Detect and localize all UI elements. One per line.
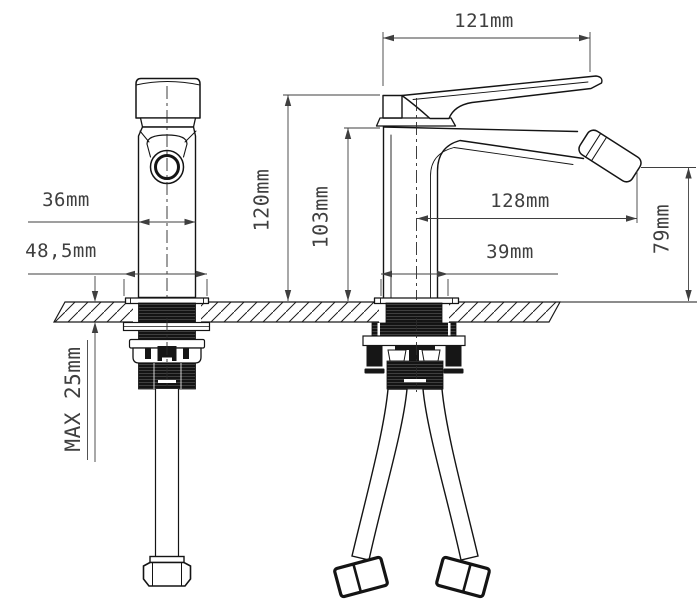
nut-facet-left <box>387 349 407 362</box>
handle-front <box>135 77 201 119</box>
countertop-hatch <box>52 301 562 323</box>
aerator-head-ring-1 <box>585 132 602 158</box>
dim-label-spout-reach: 128mm <box>490 190 550 212</box>
stud-tube <box>154 389 180 556</box>
side-view-undercounter <box>333 302 491 599</box>
hex-nut-top <box>149 555 185 564</box>
dim-label-total-height: 120mm <box>250 169 274 232</box>
boss-sides <box>146 143 188 158</box>
nut-slot-left <box>145 348 151 359</box>
front-view-undercounter <box>122 302 211 587</box>
aerator-head <box>578 129 642 183</box>
hose-fitting-left <box>333 555 389 599</box>
dim-spout-reach: 128mm <box>417 171 638 223</box>
dim-label-spout-height: 79mm <box>650 204 674 254</box>
spout-top-edge <box>382 126 579 133</box>
lever-edge-line <box>412 81 589 100</box>
dim-max-thickness: MAX 25mm <box>61 276 99 462</box>
dim-label-handle-width: 36mm <box>42 189 90 211</box>
prong-slit-left <box>366 366 383 369</box>
supply-hose-right <box>422 388 479 561</box>
thread-slit <box>158 380 176 383</box>
lever-hub <box>382 94 403 119</box>
shank-threads-side-lower <box>386 360 444 390</box>
dim-label-body-height: 103mm <box>309 186 333 249</box>
washer-slit-left <box>377 323 380 336</box>
dimensions: 121mm 36mm 48,5mm 120mm <box>25 10 696 462</box>
dim-base-width: 48,5mm <box>25 240 208 296</box>
prong-foot-left <box>364 368 385 374</box>
nut-facet-right <box>421 349 441 362</box>
lever-blade <box>401 75 603 120</box>
spout-underside-highlight <box>430 147 574 298</box>
dim-label-max-thickness: MAX 25mm <box>61 346 85 451</box>
body-side-fill <box>383 127 585 298</box>
supply-hose-left <box>351 388 408 561</box>
base-plate-side-lips <box>380 297 453 304</box>
bracket-prong-right <box>445 345 462 367</box>
aerator-head-ring-2 <box>591 136 608 162</box>
centerlines <box>166 86 417 392</box>
base-plate-lips <box>130 297 204 304</box>
collar-side <box>375 117 457 127</box>
prong-foot-right <box>443 368 464 374</box>
mounting-bracket <box>362 335 466 347</box>
spout-underside <box>436 139 585 299</box>
dim-handle-width: 36mm <box>28 189 196 226</box>
stud-tube-fill <box>155 389 179 556</box>
hose-fitting-right <box>435 555 491 599</box>
dim-label-base-width: 48,5mm <box>25 240 97 262</box>
stud-cross-bar <box>395 345 435 350</box>
dim-spout-height: 79mm <box>641 167 696 301</box>
washer-stack-side <box>371 322 457 337</box>
shank-threads-side <box>385 302 443 324</box>
handle-top-arc <box>135 81 201 86</box>
bidet-mixer-side-view <box>373 75 642 305</box>
hex-nut-facets <box>152 562 182 586</box>
dim-body-height: 103mm <box>309 127 380 301</box>
bracket-prong-left <box>366 345 383 367</box>
stud-stem <box>409 350 419 361</box>
dim-top-width: 121mm <box>382 10 591 86</box>
nut-slot-right <box>183 348 189 359</box>
prong-slit-right <box>445 366 462 369</box>
dim-label-base-depth: 39mm <box>486 241 534 263</box>
thread-slit-side <box>404 379 426 383</box>
collar-front <box>139 117 197 128</box>
dim-total-height: 120mm <box>250 94 380 301</box>
dim-base-depth: 39mm <box>380 241 558 296</box>
washer-slit-right <box>448 323 451 336</box>
hex-nut-body <box>142 561 192 587</box>
dim-label-top-width: 121mm <box>454 10 514 32</box>
